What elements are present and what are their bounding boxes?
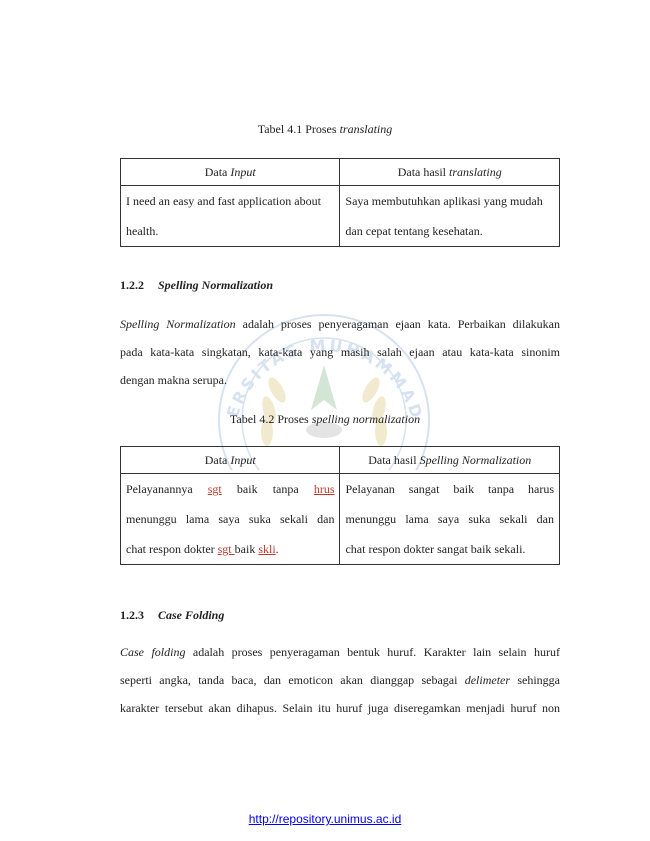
cell-line: chat respon dokter sangat baik sekali. [345, 542, 526, 556]
cell-line: Pelayanan sangat baik tanpa harus [345, 482, 554, 496]
paragraph-line: Spelling Normalization adalah proses pen… [120, 317, 560, 331]
table-header-row: Data Input Data hasil Spelling Normaliza… [119, 446, 560, 474]
cell-line: health. [126, 224, 159, 238]
cell-line: Saya membutuhkan aplikasi yang mudah [345, 194, 543, 208]
misspelled-word: sgt [217, 542, 235, 556]
table-4-2-caption: Tabel 4.2 Proses spelling normalization [0, 412, 650, 427]
spelling-normalization-paragraph: Spelling Normalization adalah proses pen… [120, 316, 560, 400]
paragraph-line: dengan makna serupa. [120, 373, 227, 387]
table-header-row: Data Input Data hasil translating [119, 158, 560, 186]
table-4-1-caption: Tabel 4.1 Proses translating [0, 122, 650, 137]
paragraph-line: pada kata-kata singkatan, kata-kata yang… [120, 345, 560, 359]
section-title: Spelling Normalization [158, 278, 274, 292]
table-row: I need an easy and fast application abou… [119, 185, 560, 247]
case-folding-paragraph: Case folding adalah proses penyeragaman … [120, 644, 560, 728]
section-number: 1.2.3 [120, 608, 144, 622]
header-data-input: Data Input [119, 158, 341, 186]
cell-line: menunggu lama saya suka sekali dan [345, 512, 554, 526]
output-cell: Saya membutuhkan aplikasi yang mudah dan… [339, 185, 560, 247]
cell-line: I need an easy and fast application abou… [126, 194, 321, 208]
input-cell: I need an easy and fast application abou… [119, 185, 341, 247]
repository-link[interactable]: http://repository.unimus.ac.id [248, 812, 402, 826]
section-heading-1-2-2: 1.2.2 Spelling Normalization [120, 278, 273, 293]
paragraph-line: seperti angka, tanda baca, dan emoticon … [120, 673, 560, 687]
cell-line: Pelayanannya sgt baik tanpa hrus [126, 482, 335, 496]
cell-line: dan cepat tentang kesehatan. [345, 224, 483, 238]
table-row: Pelayanannya sgt baik tanpa hrus menungg… [119, 473, 560, 565]
header-data-input: Data Input [119, 446, 341, 474]
section-number: 1.2.2 [120, 278, 144, 292]
caption-prefix: Tabel 4.1 Proses [257, 122, 340, 136]
caption-prefix: Tabel 4.2 Proses [229, 412, 312, 426]
cell-line: chat respon dokter sgt baik skli. [126, 542, 279, 556]
header-data-hasil: Data hasil translating [339, 158, 560, 186]
paragraph-line: Case folding adalah proses penyeragaman … [120, 645, 560, 659]
caption-italic: translating [339, 122, 393, 136]
spelling-normalization-table: Data Input Data hasil Spelling Normaliza… [119, 446, 560, 565]
translating-table: Data Input Data hasil translating I need… [119, 158, 560, 247]
section-heading-1-2-3: 1.2.3 Case Folding [120, 608, 224, 623]
caption-italic: spelling normalization [311, 412, 421, 426]
section-title: Case Folding [158, 608, 225, 622]
header-data-hasil: Data hasil Spelling Normalization [339, 446, 560, 474]
misspelled-word: sgt [207, 482, 222, 496]
output-cell: Pelayanan sangat baik tanpa harus menung… [339, 473, 560, 565]
misspelled-word: skli [258, 542, 276, 556]
input-cell: Pelayanannya sgt baik tanpa hrus menungg… [119, 473, 341, 565]
cell-line: menunggu lama saya suka sekali dan [126, 512, 335, 526]
misspelled-word: hrus [313, 482, 335, 496]
paragraph-line: karakter tersebut akan dihapus. Selain i… [120, 701, 560, 715]
